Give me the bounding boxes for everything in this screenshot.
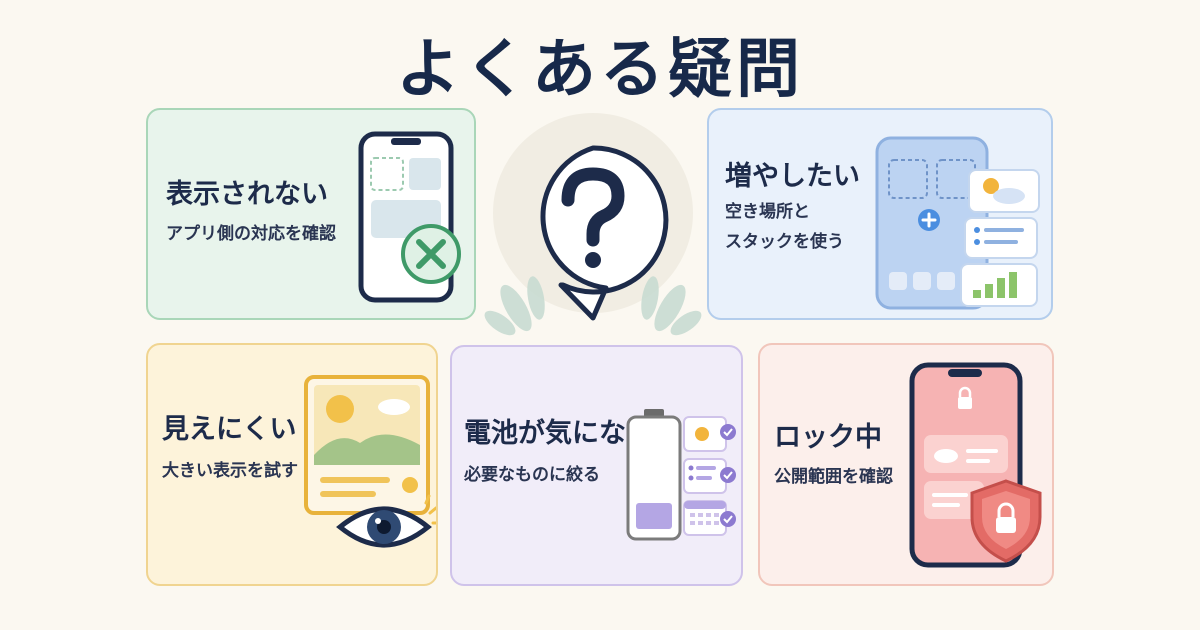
phone-error-icon <box>358 131 461 303</box>
battery-widgets-icon <box>626 409 736 541</box>
card-hard-to-see: 見えにくい 大きい表示を試す <box>146 343 438 586</box>
card-battery: 電池が気になる 必要なものに絞る <box>450 345 743 586</box>
card-title: 表示されない <box>166 179 328 210</box>
card-title: 電池が気になる <box>464 418 653 449</box>
phone-add-widget-icon <box>875 136 1040 310</box>
question-bubble-icon <box>484 113 702 336</box>
card-subtitle-line-2: スタックを使う <box>725 232 844 252</box>
card-want-more: 増やしたい 空き場所と スタックを使う <box>707 108 1053 320</box>
phone-lock-shield-icon <box>909 362 1042 568</box>
large-image-eye-icon <box>304 375 436 548</box>
card-subtitle: 公開範囲を確認 <box>774 467 893 487</box>
card-subtitle: 大きい表示を試す <box>162 461 298 481</box>
card-subtitle: アプリ側の対応を確認 <box>166 224 336 244</box>
center-question <box>478 108 708 343</box>
card-not-displayed: 表示されない アプリ側の対応を確認 <box>146 108 476 320</box>
card-title: 見えにくい <box>162 414 297 445</box>
page-title: よくある疑問 <box>396 33 804 107</box>
card-locked: ロック中 公開範囲を確認 <box>758 343 1054 586</box>
card-subtitle-line-1: 空き場所と <box>725 202 810 222</box>
card-title: 増やしたい <box>725 161 860 192</box>
card-subtitle: 必要なものに絞る <box>464 465 600 485</box>
card-title: ロック中 <box>774 422 882 453</box>
